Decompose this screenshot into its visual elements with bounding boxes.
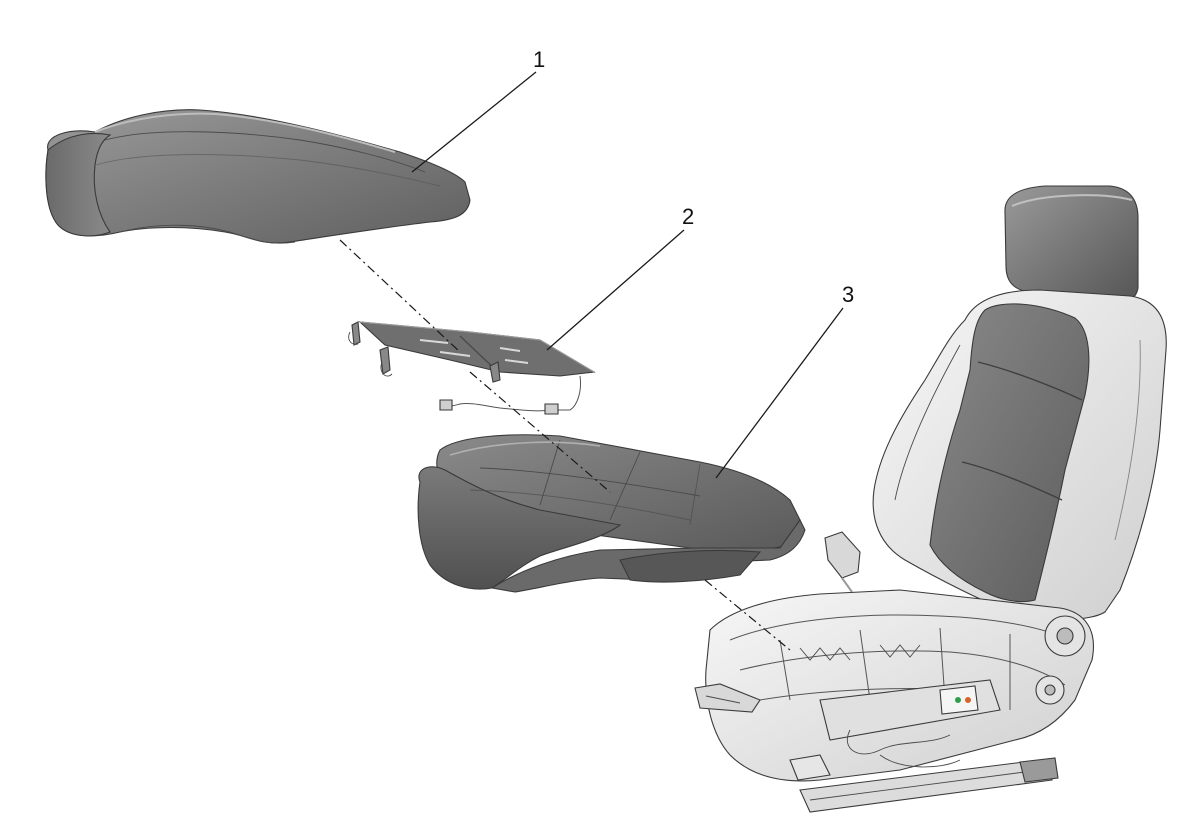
leader-line-1 [411, 71, 537, 173]
alignment-centerline-upper [339, 239, 461, 353]
seat-cushion-cover [45, 109, 471, 244]
seat-cushion-pad [417, 434, 806, 593]
alignment-centerline-middle [469, 371, 611, 493]
callout-2: 2 [682, 204, 694, 229]
callout-3: 3 [842, 282, 854, 307]
leader-line-3 [715, 307, 844, 479]
callout-1: 1 [533, 47, 545, 72]
seat-assembly [694, 185, 1167, 813]
seat-cushion-heater-mat [348, 321, 596, 415]
leader-line-2 [546, 229, 685, 351]
